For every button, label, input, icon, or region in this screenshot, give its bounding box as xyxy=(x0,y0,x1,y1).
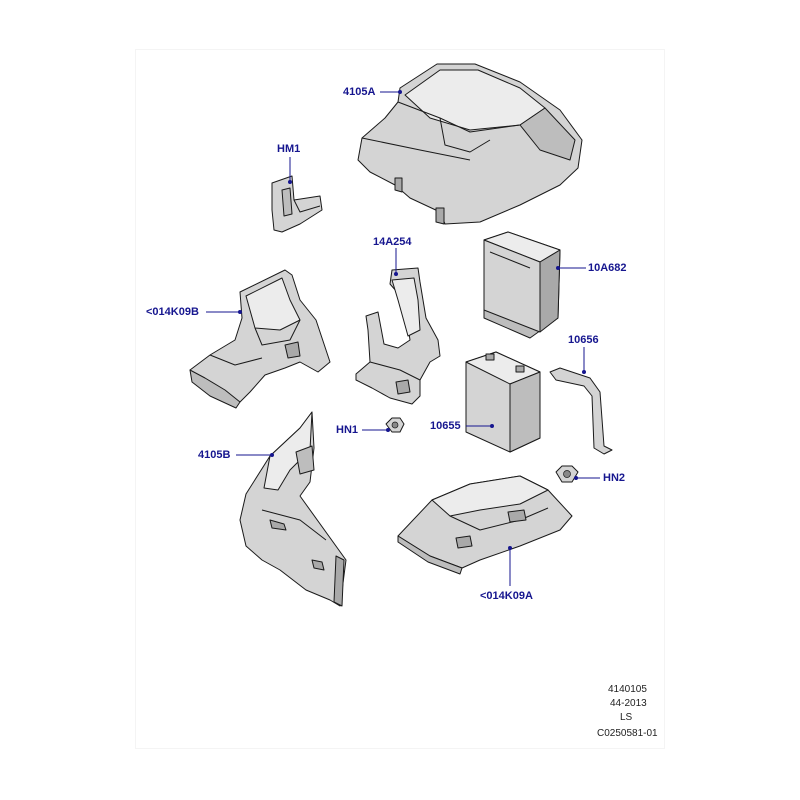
leader-dots xyxy=(238,90,586,550)
callout-10655: 10655 xyxy=(430,420,461,432)
callout-014K09B: <014K09B xyxy=(146,306,199,318)
callout-HN2: HN2 xyxy=(603,472,626,484)
callout-10656: 10656 xyxy=(568,334,599,346)
nut-HN1 xyxy=(385,417,405,433)
battery-cover-4105A xyxy=(357,63,583,225)
diagram-initials: LS xyxy=(620,712,633,723)
battery-clamp-10656 xyxy=(549,367,613,455)
battery-frame-14A254 xyxy=(355,267,441,405)
callout-HN1: HN1 xyxy=(336,424,359,436)
callout-4105B: 4105B xyxy=(198,449,231,461)
diagram-date: 44-2013 xyxy=(610,698,647,709)
side-cover-4105B xyxy=(239,411,347,607)
battery-10655 xyxy=(465,351,541,453)
diagram-ref: C0250581-01 xyxy=(597,728,658,739)
nut-HN2 xyxy=(555,465,579,483)
diagram-code: 4140105 xyxy=(608,684,647,695)
callout-10A682: 10A682 xyxy=(588,262,627,274)
battery-tray-014K09A xyxy=(397,475,573,575)
callout-HM1: HM1 xyxy=(277,143,301,155)
bracket-HM1 xyxy=(271,175,323,233)
leader-lines xyxy=(206,91,600,586)
battery-jacket-10A682 xyxy=(483,231,561,339)
callout-14A254: 14A254 xyxy=(373,236,412,248)
callout-4105A: 4105A xyxy=(343,86,376,98)
callout-014K09A: <014K09A xyxy=(480,590,533,602)
battery-tray-014K09B xyxy=(189,269,331,409)
